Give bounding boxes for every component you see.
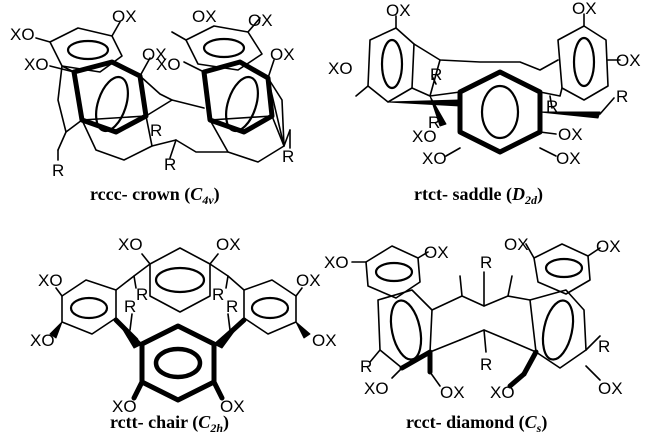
crown-structure bbox=[35, 17, 291, 163]
chair-caption-sub: 2h bbox=[209, 421, 223, 435]
crown-ox-3: OX bbox=[192, 7, 217, 26]
diamond-xo-1: XO bbox=[324, 253, 349, 272]
saddle-ox-2: OX bbox=[572, 0, 597, 18]
chair-ox-3: OX bbox=[312, 331, 337, 350]
chair-r-4: R bbox=[226, 297, 238, 316]
diamond-ox-5: OX bbox=[598, 379, 623, 398]
crown-xo-3: XO bbox=[156, 55, 181, 74]
crown-xo-2: XO bbox=[24, 55, 49, 74]
saddle-caption-sub: 2d bbox=[524, 193, 538, 207]
saddle-caption-prefix: rtct- saddle ( bbox=[414, 184, 512, 205]
diamond-caption-sub: s bbox=[536, 421, 542, 435]
diamond-caption-sym: C bbox=[525, 412, 538, 432]
crown-caption-prefix: rccc- crown ( bbox=[90, 184, 190, 205]
chair-structure bbox=[49, 247, 311, 403]
chair-xo-4: XO bbox=[112, 397, 137, 416]
crown-caption-suffix: ) bbox=[214, 184, 220, 205]
saddle-structure bbox=[355, 13, 621, 157]
diamond-xo-3: XO bbox=[490, 383, 515, 402]
saddle-xo-1: XO bbox=[328, 59, 353, 78]
saddle-xo-3: XO bbox=[422, 149, 447, 168]
saddle-caption-suffix: ) bbox=[537, 184, 543, 205]
saddle-r-2: R bbox=[428, 113, 440, 132]
chair-r-3: R bbox=[124, 297, 136, 316]
chair-xo-1: XO bbox=[118, 235, 143, 254]
crown-ox-2: OX bbox=[142, 45, 167, 64]
chair-caption: rctt- chair (C2h) bbox=[110, 412, 229, 435]
diamond-xo-2: XO bbox=[364, 379, 389, 398]
crown-ox-4: OX bbox=[248, 11, 273, 30]
diamond-ox-3: OX bbox=[596, 237, 621, 256]
chair-caption-prefix: rctt- chair ( bbox=[110, 412, 198, 433]
diamond-r-1: R bbox=[480, 253, 492, 272]
chair-ox-2: OX bbox=[296, 271, 321, 290]
saddle-caption-sym: D bbox=[511, 184, 525, 204]
crown-ox-1: OX bbox=[112, 7, 137, 26]
saddle-ox-3: OX bbox=[616, 51, 641, 70]
diamond-r-2: R bbox=[360, 357, 372, 376]
diamond-caption-prefix: rcct- diamond ( bbox=[406, 412, 525, 433]
saddle-r-4: R bbox=[616, 87, 628, 106]
crown-r-2: R bbox=[150, 121, 162, 140]
saddle-r-3: R bbox=[546, 97, 558, 116]
crown-r-3: R bbox=[164, 155, 176, 174]
saddle-ox-5: OX bbox=[556, 149, 581, 168]
saddle-ox-4: OX bbox=[558, 125, 583, 144]
chair-caption-suffix: ) bbox=[223, 412, 229, 433]
chair-xo-2: XO bbox=[38, 271, 63, 290]
chair-xo-3: XO bbox=[30, 331, 55, 350]
diamond-r-4: R bbox=[598, 337, 610, 356]
saddle-xo-2: XO bbox=[412, 127, 437, 146]
crown-caption: rccc- crown (C4v) bbox=[90, 184, 220, 207]
saddle-ox-1: OX bbox=[386, 1, 411, 20]
chair-ox-4: OX bbox=[220, 397, 245, 416]
crown-r-4: R bbox=[282, 147, 294, 166]
crown-r-1: R bbox=[52, 161, 64, 180]
crown-xo-1: XO bbox=[10, 25, 35, 44]
saddle-caption: rtct- saddle (D2d) bbox=[414, 184, 543, 207]
diamond-caption-suffix: ) bbox=[541, 412, 547, 433]
crown-caption-sym: C bbox=[190, 184, 203, 204]
diamond-caption: rcct- diamond (Cs) bbox=[406, 412, 547, 435]
chair-r-1: R bbox=[136, 285, 148, 304]
crown-caption-sub: 4v bbox=[201, 193, 214, 207]
diamond-ox-4: OX bbox=[440, 383, 465, 402]
chair-r-2: R bbox=[212, 285, 224, 304]
diamond-ox-1: OX bbox=[424, 243, 449, 262]
saddle-r-1: R bbox=[430, 65, 442, 84]
chair-caption-sym: C bbox=[198, 412, 211, 432]
diamond-ox-2: OX bbox=[504, 235, 529, 254]
diamond-r-3: R bbox=[480, 355, 492, 374]
crown-ox-5: OX bbox=[270, 45, 295, 64]
chair-ox-1: OX bbox=[216, 235, 241, 254]
diamond-structure bbox=[351, 243, 601, 389]
